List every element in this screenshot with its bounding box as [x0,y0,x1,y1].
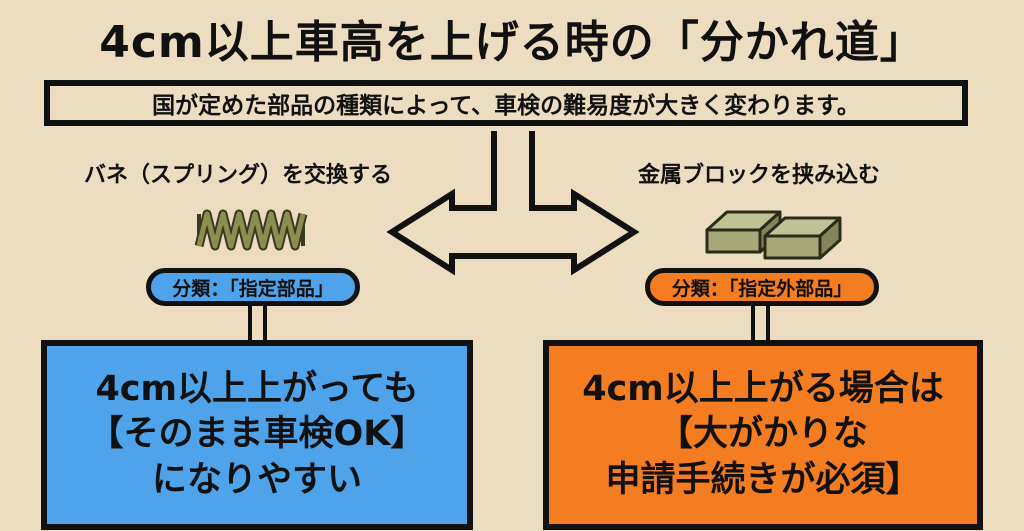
left-connector [248,305,267,342]
right-result-box: 4cm以上上がる場合は 【大がかりな 申請手続きが必須】 [543,340,983,530]
right-result-line: 【大がかりな [657,414,868,455]
right-category-pill: 分類：「指定外部品」 [645,268,879,306]
left-result-box: 4cm以上上がっても 【そのまま車検OK】 になりやすい [41,340,473,530]
right-category-label: 分類：「指定外部品」 [671,277,853,300]
split-arrow [386,131,640,276]
left-caption: バネ（スプリング）を交換する [84,163,393,188]
left-result-line: になりやすい [151,459,362,500]
metal-blocks-icon [705,210,842,260]
right-result-line: 申請手続きが必須】 [605,459,921,500]
page-title: 4cm以上車高を上げる時の「分かれ道」 [99,17,925,68]
left-category-pill: 分類：「指定部品」 [146,268,360,306]
left-result-line: 4cm以上上がっても [95,368,419,409]
right-caption: 金属ブロックを挟み込む [638,163,881,188]
subtitle-box: 国が定めた部品の種類によって、車検の難易度が大きく変わります。 [44,80,968,126]
left-result-line: 【そのまま車検OK】 [88,414,426,455]
coil-spring-icon [194,209,308,251]
left-category-label: 分類：「指定部品」 [172,277,334,300]
subtitle-text: 国が定めた部品の種類によって、車検の難易度が大きく変わります。 [152,93,860,119]
right-connector [751,305,770,342]
right-result-line: 4cm以上上がる場合は [582,368,944,409]
